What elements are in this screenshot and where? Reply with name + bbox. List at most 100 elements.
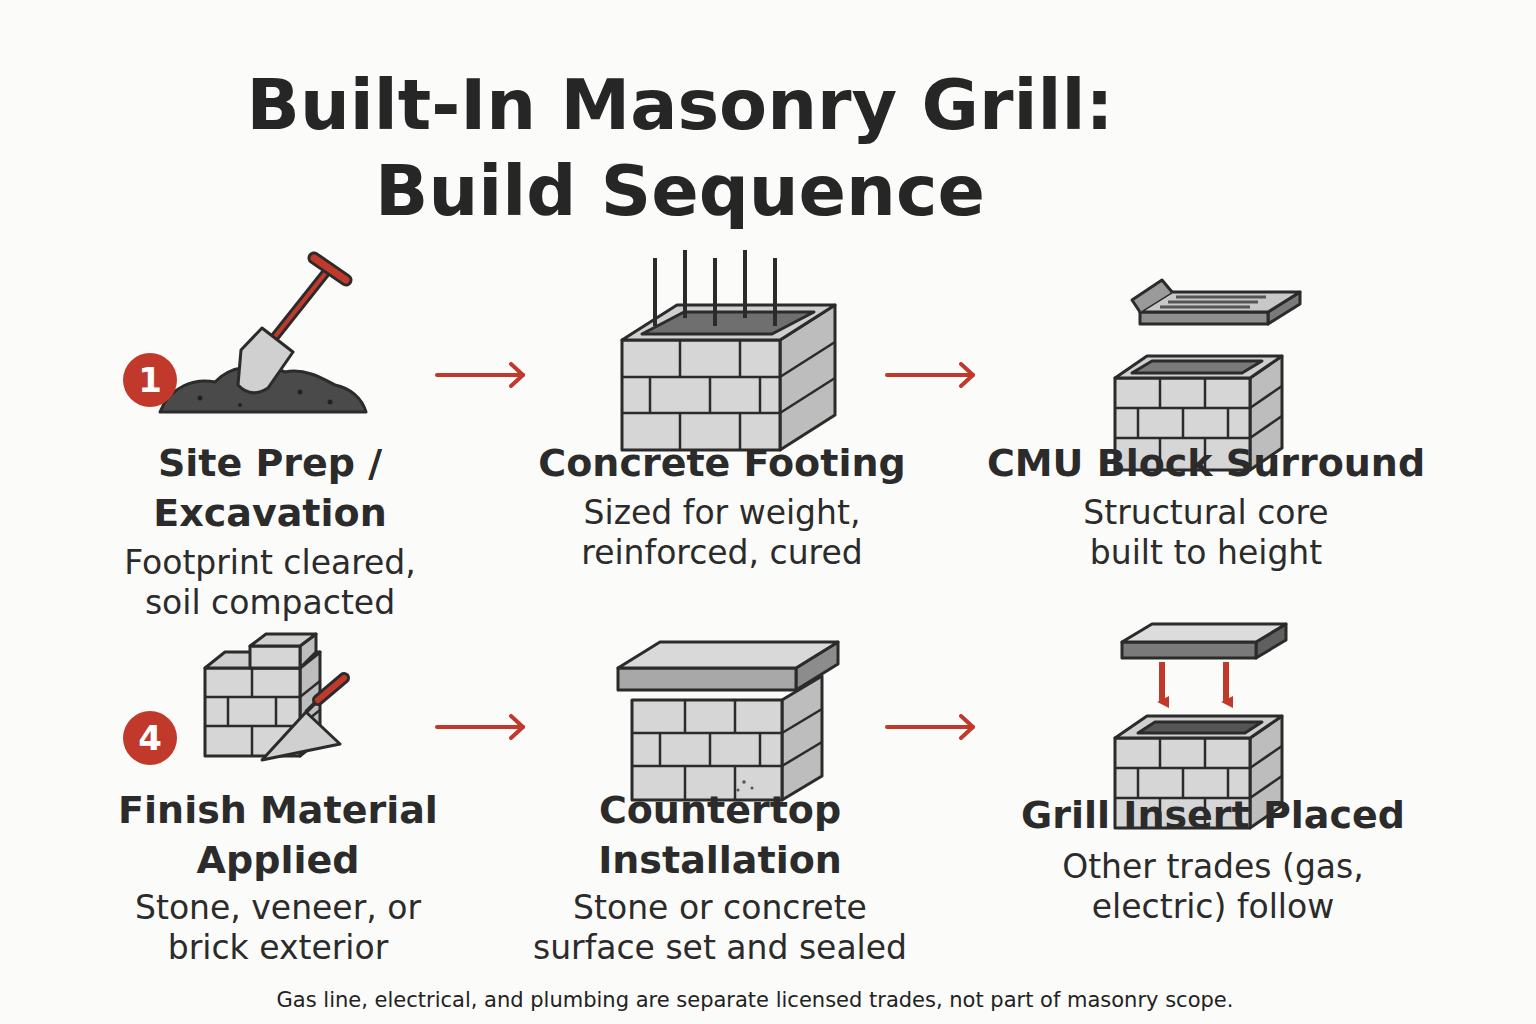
step-heading: CMU Block Surround [966,438,1446,488]
countertop-icon-part [684,700,687,733]
flow-arrow [887,725,973,729]
step-description: Footprint cleared, soil compacted [105,543,435,623]
step-box: Concrete FootingSized for weight, reinfo… [523,250,887,612]
countertop-icon-part [782,709,822,733]
footing-icon-part [780,378,835,413]
callout-number: 1 [123,353,177,407]
step-description: Stone, veneer, or brick exterior [113,888,443,968]
shovel-icon-part [198,396,203,401]
footing-icon-part [653,258,657,326]
step-box: Finish Material AppliedStone, veneer, or… [110,618,437,978]
step-description: Sized for weight, reinforced, cured [522,493,922,573]
brick-trowel-icon-part [275,697,278,726]
step-description: Stone or concrete surface set and sealed [520,888,920,968]
cmu-grate-icon-part [1132,361,1262,373]
footing-icon-part [773,258,777,326]
cmu-grate-icon-part [1250,386,1282,408]
callout-badge: 4 [123,711,177,765]
cmu-grate-icon-part [1250,416,1282,438]
countertop-icon-part [759,733,762,766]
shovel-icon-part [314,258,346,280]
cmu-grate-icon-part [1160,306,1250,309]
cmu-grate-icon-part [1159,378,1162,408]
brick-trowel-icon-part [227,697,230,726]
grill-insert-icon-part [1159,662,1165,702]
footing-icon-part [622,376,780,379]
step-heading: Grill Insert Placed [993,790,1433,840]
footing-icon-part [713,258,717,326]
step-heading: Finish Material Applied [88,785,468,885]
step-description: Other trades (gas, electric) follow [1033,847,1393,927]
shovel-icon-part [328,400,333,405]
callout-number: 4 [123,711,177,765]
footing-icon-part [679,340,682,377]
grill-insert-icon-part [1122,624,1286,642]
shovel-icon-part [270,270,328,343]
step-heading: Concrete Footing [512,438,932,488]
shovel-icon-part [314,258,346,280]
brick-trowel-icon-part [250,646,300,668]
footing-icon [622,250,835,450]
countertop-icon-part [782,676,822,800]
countertop-icon-part [659,733,662,766]
brick-trowel-icon-part [318,678,344,700]
brick-trowel-icon-part [250,634,316,646]
step-box: CMU Block SurroundStructural core built … [973,250,1440,612]
footing-icon-part [683,250,687,318]
shovel-icon-part [298,390,303,395]
shovel-icon [160,258,366,412]
countertop-icon-part [618,668,796,690]
brick-trowel-icon [205,634,344,760]
flow-arrow [887,373,973,377]
brick-trowel-icon-part [262,712,340,760]
countertop-icon-part [782,742,822,766]
footnote-caption: Gas line, electrical, and plumbing are s… [105,986,1405,1014]
cmu-grate-icon-part [1227,408,1230,438]
countertop-icon [618,642,838,800]
footing-icon-part [649,377,652,413]
brick-trowel-icon-part [251,668,254,697]
step-box: Grill Insert PlacedOther trades (gas, el… [973,618,1440,978]
cmu-grate-icon-part [1176,296,1266,299]
flow-arrow [437,725,523,729]
footing-icon-part [642,312,814,334]
cmu-grate-icon-part [1168,301,1258,304]
shovel-icon-part [270,270,328,343]
cmu-grate-icon-part [1182,408,1185,438]
countertop-icon-part [632,700,782,800]
countertop-icon-part [709,733,712,766]
step-box: Site Prep / ExcavationFootprint cleared,… [110,250,437,612]
shovel-icon-part [238,328,293,393]
callout-badge: 1 [123,353,177,407]
footing-icon-part [743,250,747,318]
footing-icon-part [739,340,742,377]
countertop-icon-part [734,700,737,733]
footing-icon-part [622,412,780,415]
footing-icon-part [622,340,780,450]
diagram-title: Built-In Masonry Grill: Build Sequence [180,62,1180,234]
grill-insert-icon-part [1115,716,1282,738]
shovel-icon-part [238,403,242,407]
cmu-grate-icon-part [1140,312,1268,324]
cmu-grate-icon-part [1115,356,1282,378]
grill-insert-icon-part [1122,642,1256,658]
footing-icon-part [780,342,835,377]
brick-trowel-icon-part [318,678,344,700]
footing-icon-part [709,377,712,413]
cmu-grate-icon-part [1204,378,1207,408]
grill-insert-icon-part [1159,738,1162,768]
brick-trowel-icon-part [251,726,254,756]
cmu-grate-icon-part [1137,408,1140,438]
grill-insert-icon-part [1138,722,1262,733]
grill-insert-icon-part [1250,746,1282,768]
countertop-icon-part [742,780,746,784]
countertop-icon-part [618,642,838,668]
footing-icon-part [759,377,762,413]
grill-insert-icon-part [1223,662,1229,702]
step-heading: Countertop Installation [530,785,910,885]
step-heading: Site Prep / Excavation [110,438,430,538]
step-description: Structural core built to height [1061,493,1351,573]
grill-insert-icon-part [1204,738,1207,768]
